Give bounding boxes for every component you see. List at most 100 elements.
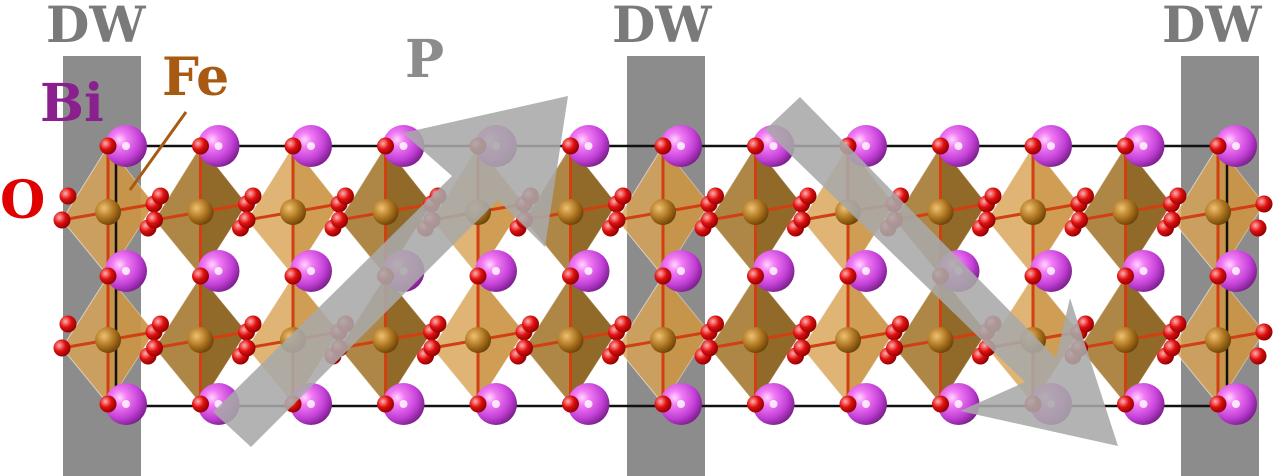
fe-label-pointer xyxy=(128,111,188,191)
o-atom xyxy=(1209,267,1227,285)
o-atom xyxy=(337,187,354,205)
bi-atom-highlight xyxy=(1232,267,1240,275)
octahedron-shade xyxy=(755,146,802,276)
bi-atom-highlight xyxy=(954,400,963,408)
o-atom xyxy=(839,267,857,285)
o-atom xyxy=(1169,187,1187,205)
bi-atom-highlight xyxy=(492,267,500,275)
bi-atom-highlight xyxy=(307,267,315,275)
o-atom xyxy=(978,211,996,229)
o-atom xyxy=(469,395,487,413)
o-atom xyxy=(469,267,487,285)
bi-atom-highlight xyxy=(307,400,315,408)
o-atom xyxy=(1169,315,1187,333)
o-atom xyxy=(1117,395,1134,413)
domain-wall-label-left: DW xyxy=(46,0,146,54)
o-atom xyxy=(99,267,117,285)
o-atom xyxy=(747,137,764,155)
o-atom xyxy=(654,137,672,155)
octahedron-shade xyxy=(755,276,802,404)
fe-atom xyxy=(95,199,121,225)
o-atom xyxy=(1024,137,1042,155)
o-atom xyxy=(1077,315,1094,333)
bi-atom-highlight xyxy=(584,267,593,275)
fe-atom xyxy=(1112,327,1139,353)
bi-atom-highlight xyxy=(862,400,870,408)
o-atom xyxy=(614,315,632,333)
o-atom xyxy=(192,267,209,285)
o-atom xyxy=(1024,267,1042,285)
o-atom xyxy=(1071,211,1088,229)
bi-atom-highlight xyxy=(954,142,963,150)
bi-atom-highlight xyxy=(122,400,130,408)
o-atom xyxy=(839,395,857,413)
bi-atom-highlight xyxy=(769,267,778,275)
o-atom xyxy=(701,211,718,229)
o-atom xyxy=(1077,187,1094,205)
octahedron-shade xyxy=(293,146,339,276)
fe-atom xyxy=(280,199,306,225)
o-atom xyxy=(614,187,632,205)
domain-wall-label-right: DW xyxy=(1162,0,1262,54)
o-atom xyxy=(892,315,909,333)
bi-atom-highlight xyxy=(1047,267,1055,275)
bi-atom-highlight xyxy=(492,400,500,408)
o-atom xyxy=(53,211,71,229)
octahedron-shade xyxy=(200,276,247,404)
bi-atom-highlight xyxy=(677,267,685,275)
o-atom xyxy=(608,339,626,357)
o-atom xyxy=(747,267,764,285)
fe-atom xyxy=(650,199,676,225)
o-atom xyxy=(284,137,302,155)
fe-atom xyxy=(1020,199,1046,225)
bi-atom-highlight xyxy=(677,400,685,408)
fe-atom xyxy=(465,327,491,353)
o-atom xyxy=(1255,195,1273,213)
bismuth-label: Bi xyxy=(40,73,104,134)
bi-atom-highlight xyxy=(1232,400,1240,408)
octahedron-shade xyxy=(663,276,709,404)
octahedron-shade xyxy=(478,276,524,404)
o-atom xyxy=(793,339,811,357)
o-atom xyxy=(799,315,817,333)
fe-atom xyxy=(372,199,399,225)
bi-atom-highlight xyxy=(307,142,315,150)
o-atom xyxy=(654,395,672,413)
fe-atom xyxy=(835,327,861,353)
o-atom xyxy=(747,395,764,413)
o-atom xyxy=(1117,267,1134,285)
o-atom xyxy=(1249,347,1267,365)
bi-atom-highlight xyxy=(399,142,408,150)
fe-atom xyxy=(1205,199,1231,225)
o-atom xyxy=(99,137,117,155)
bi-atom-highlight xyxy=(769,142,778,150)
fe-atom xyxy=(557,199,584,225)
o-atom xyxy=(244,187,262,205)
bi-atom-highlight xyxy=(584,142,593,150)
o-atom xyxy=(562,137,579,155)
bi-atom-highlight xyxy=(769,400,778,408)
o-atom xyxy=(284,267,302,285)
fe-atom xyxy=(742,199,769,225)
o-atom xyxy=(423,339,441,357)
o-atom xyxy=(331,211,348,229)
o-atom xyxy=(522,315,539,333)
o-atom xyxy=(1163,211,1181,229)
octahedron-shade xyxy=(848,276,894,404)
octahedron-shade xyxy=(1125,276,1172,404)
o-atom xyxy=(1163,339,1181,357)
o-atom xyxy=(146,339,163,357)
octahedron-shade xyxy=(570,146,617,276)
o-atom xyxy=(932,137,949,155)
fe-atom xyxy=(557,327,584,353)
o-atom xyxy=(1209,137,1227,155)
o-atom xyxy=(377,395,394,413)
bi-atom-highlight xyxy=(584,400,593,408)
o-atom xyxy=(99,395,117,413)
o-atom xyxy=(707,187,724,205)
octahedron-shade xyxy=(940,146,987,276)
polarization-label: P xyxy=(405,29,445,90)
o-atom xyxy=(59,315,77,333)
o-atom xyxy=(152,315,169,333)
o-atom xyxy=(1255,323,1273,341)
